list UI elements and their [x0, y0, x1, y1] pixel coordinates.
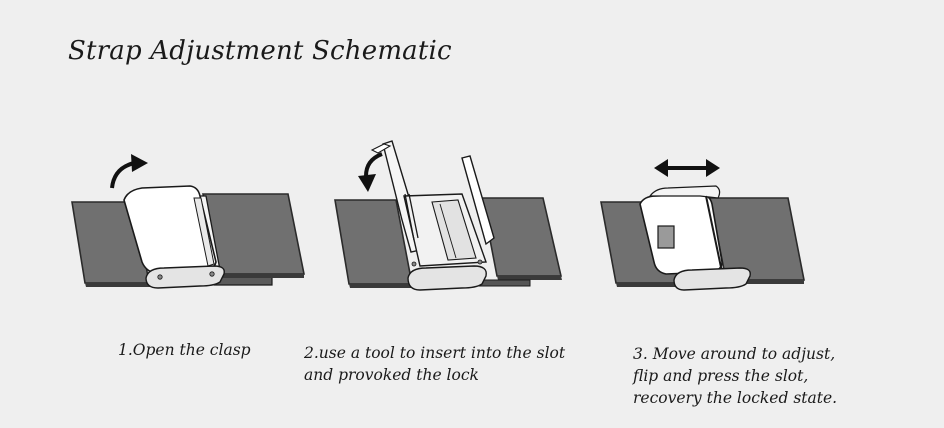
right-strap: [709, 197, 805, 281]
caption-line: 2.use a tool to insert into the slot: [304, 344, 566, 362]
curved-arrow-up-right-icon: [110, 161, 135, 189]
tool-icon: [404, 193, 419, 241]
buckle-base: [407, 265, 487, 291]
step-1-illustration: [71, 154, 305, 289]
caption-line: 3. Move around to adjust,: [633, 345, 836, 363]
step-2-illustration: [334, 140, 563, 291]
step-3-caption: 3. Move around to adjust, flip and press…: [633, 343, 837, 409]
spring-bar: [705, 195, 723, 273]
raised-flap-right: [461, 155, 495, 246]
slot-window: [657, 225, 675, 249]
caption-line: recovery the locked state.: [633, 389, 838, 407]
step-3-illustration: [600, 159, 805, 291]
caption-line: flip and press the slot,: [633, 367, 809, 385]
caption-line: and provoked the lock: [304, 366, 479, 384]
buckle-base: [145, 265, 225, 289]
step-1-caption: 1.Open the clasp: [118, 339, 251, 361]
buckle-base: [673, 267, 751, 291]
double-headed-arrow-icon: [654, 159, 720, 177]
diagram-title: Strap Adjustment Schematic: [68, 36, 452, 66]
caption-line: 1.Open the clasp: [118, 341, 251, 359]
curved-arrow-down-left-icon: [364, 152, 383, 177]
step-2-caption: 2.use a tool to insert into the slot and…: [304, 342, 565, 386]
